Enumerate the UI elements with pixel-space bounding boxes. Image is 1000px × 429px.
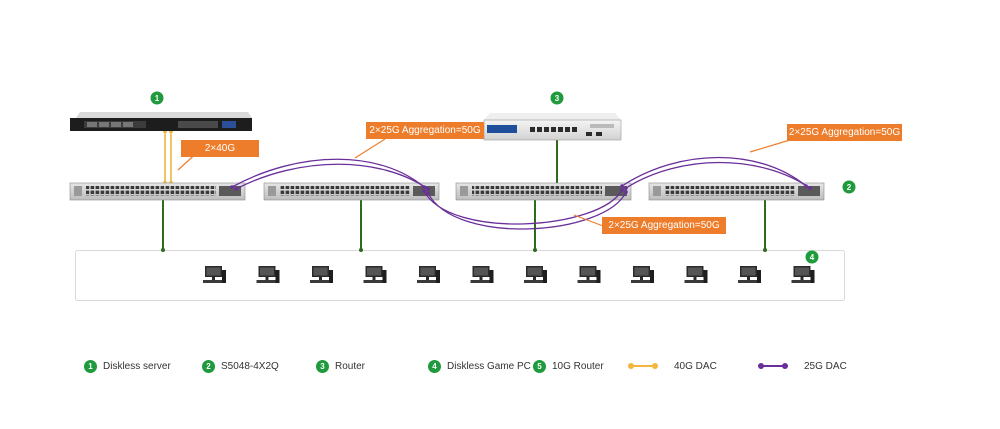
legend-label: Diskless server (103, 360, 171, 372)
legend-label: S5048-4X2Q (221, 360, 279, 372)
legend-badge: 3 (316, 359, 329, 373)
callout-aggregation-3: 2×25G Aggregation=50G (602, 217, 726, 234)
legend-label: 10G Router (552, 360, 604, 372)
legend-badge: 5 (533, 359, 546, 373)
legend: 1 Diskless server 2 S5048-4X2Q 3 Router … (0, 357, 1000, 377)
legend-item-10g-router: 5 10G Router (533, 357, 604, 375)
legend-item-router: 3 Router (316, 357, 365, 375)
callout-aggregation-1: 2×25G Aggregation=50G (366, 122, 484, 139)
diskless-server (70, 112, 252, 131)
router (483, 113, 622, 141)
badge-pcs: 4 (805, 250, 819, 264)
svg-text:1: 1 (155, 94, 160, 103)
legend-label: 40G DAC (674, 360, 717, 372)
orange-dac-line-icon (628, 361, 658, 371)
legend-badge: 1 (84, 359, 97, 373)
legend-label: 25G DAC (804, 360, 847, 372)
callout-aggregation-2: 2×25G Aggregation=50G (787, 124, 902, 141)
legend-badge: 2 (202, 359, 215, 373)
switch-1 (69, 182, 246, 201)
badge-switch: 2 (842, 180, 856, 194)
switch-3 (455, 182, 632, 201)
switch-2 (263, 182, 440, 201)
legend-item-diskless-server: 1 Diskless server (84, 357, 171, 375)
callout-40g: 2×40G (181, 140, 259, 157)
purple-dac-line-icon (758, 361, 788, 371)
badge-router: 3 (550, 91, 564, 105)
legend-label: Router (335, 360, 366, 372)
legend-item-diskless-game-pc: 4 Diskless Game PC (428, 357, 531, 375)
pc-uplinks (162, 200, 766, 251)
pc-area-box (75, 250, 845, 301)
svg-text:3: 3 (555, 94, 560, 103)
legend-label: Diskless Game PC (447, 360, 531, 372)
legend-item-25g-dac: 25G DAC (758, 357, 847, 375)
legend-item-switch: 2 S5048-4X2Q (202, 357, 279, 375)
legend-badge: 4 (428, 359, 441, 373)
svg-text:2: 2 (847, 183, 852, 192)
dac-40g-links (164, 131, 172, 183)
badge-server: 1 (150, 91, 164, 105)
switch-4 (648, 182, 825, 201)
dac-25g-links (231, 156, 811, 230)
legend-item-40g-dac: 40G DAC (628, 357, 717, 375)
svg-text:4: 4 (810, 253, 815, 262)
